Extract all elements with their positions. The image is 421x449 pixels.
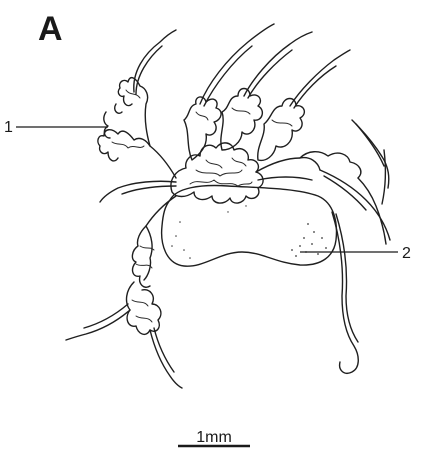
left-whip [100,181,176,202]
central-crown [171,89,304,204]
scale-bar-label: 1mm [196,429,232,446]
callout-2-label: 2 [402,245,411,262]
panel-label: A [38,10,63,48]
scale-bar: 1mm [178,429,250,446]
left-frilled-arm [98,30,176,178]
upper-whips [200,24,350,108]
callout-1: 1 [4,119,108,136]
callout-1-label: 1 [4,119,13,136]
specimen-drawing [66,24,390,388]
